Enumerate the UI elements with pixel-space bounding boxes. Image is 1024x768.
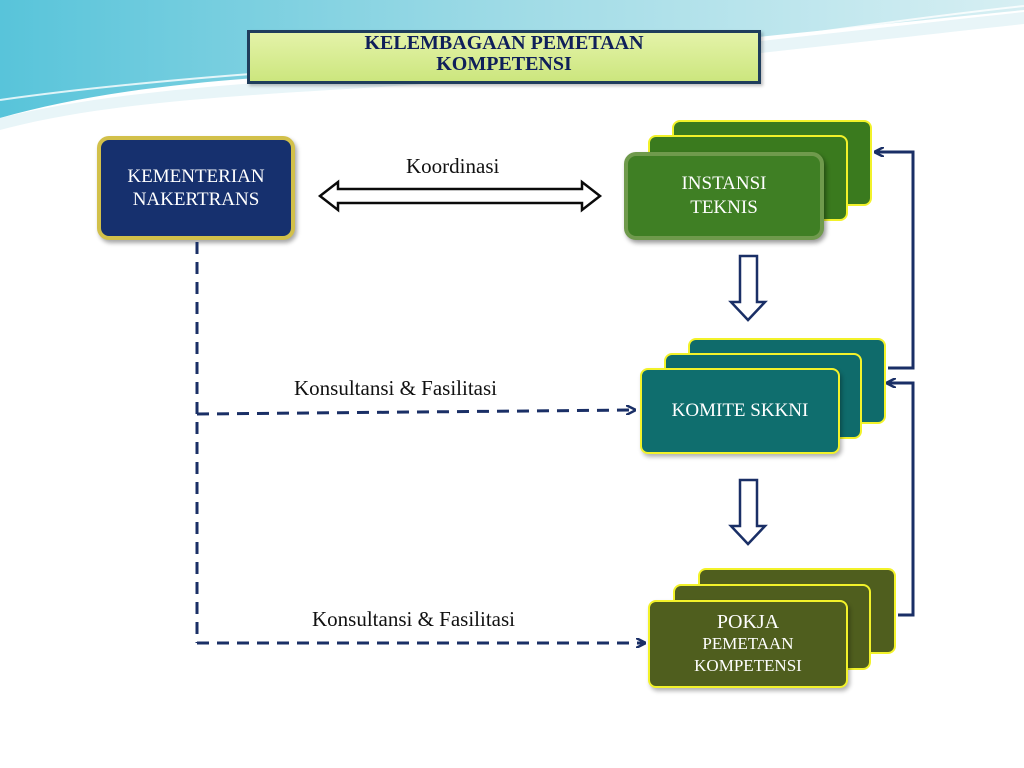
node-kementerian-line-2: NAKERTRANS	[132, 189, 260, 210]
label-konsultansi-fasilitasi-2: Konsultansi & Fasilitasi	[312, 607, 516, 631]
node-instansi-line-2: TEKNIS	[690, 197, 758, 218]
diagram-title: KELEMBAGAAN PEMETAAN KOMPETENSI	[247, 30, 761, 84]
dashed-arrow-to-komite	[196, 410, 634, 416]
label-koordinasi: Koordinasi	[406, 154, 500, 178]
feedback-arrow-pokja-to-komite	[888, 383, 915, 617]
node-kementerian-nakertrans: KEMENTERIAN NAKERTRANS	[97, 136, 295, 240]
node-komite-line-1: KOMITE SKKNI	[671, 400, 809, 421]
title-line-1: KELEMBAGAAN PEMETAAN	[364, 32, 644, 54]
title-line-2: KOMPETENSI	[436, 53, 572, 75]
koordinasi-double-arrow	[317, 179, 603, 213]
label-konsultansi-fasilitasi-1: Konsultansi & Fasilitasi	[294, 376, 498, 400]
node-instansi-teknis: INSTANSI TEKNIS	[624, 152, 824, 240]
down-arrow-komite-to-pokja	[728, 478, 768, 546]
down-arrow-instansi-to-komite	[728, 254, 768, 322]
node-komite-skkni: KOMITE SKKNI	[640, 368, 840, 454]
node-pokja-line-1: POKJA	[716, 611, 780, 633]
node-pokja-line-2: PEMETAAN	[702, 634, 794, 653]
node-pokja-pemetaan-kompetensi: POKJA PEMETAAN KOMPETENSI	[648, 600, 848, 688]
feedback-arrow-komite-to-instansi	[876, 152, 915, 370]
node-instansi-line-1: INSTANSI	[681, 173, 767, 194]
node-pokja-line-3: KOMPETENSI	[694, 656, 802, 675]
node-kementerian-line-1: KEMENTERIAN	[127, 166, 265, 187]
